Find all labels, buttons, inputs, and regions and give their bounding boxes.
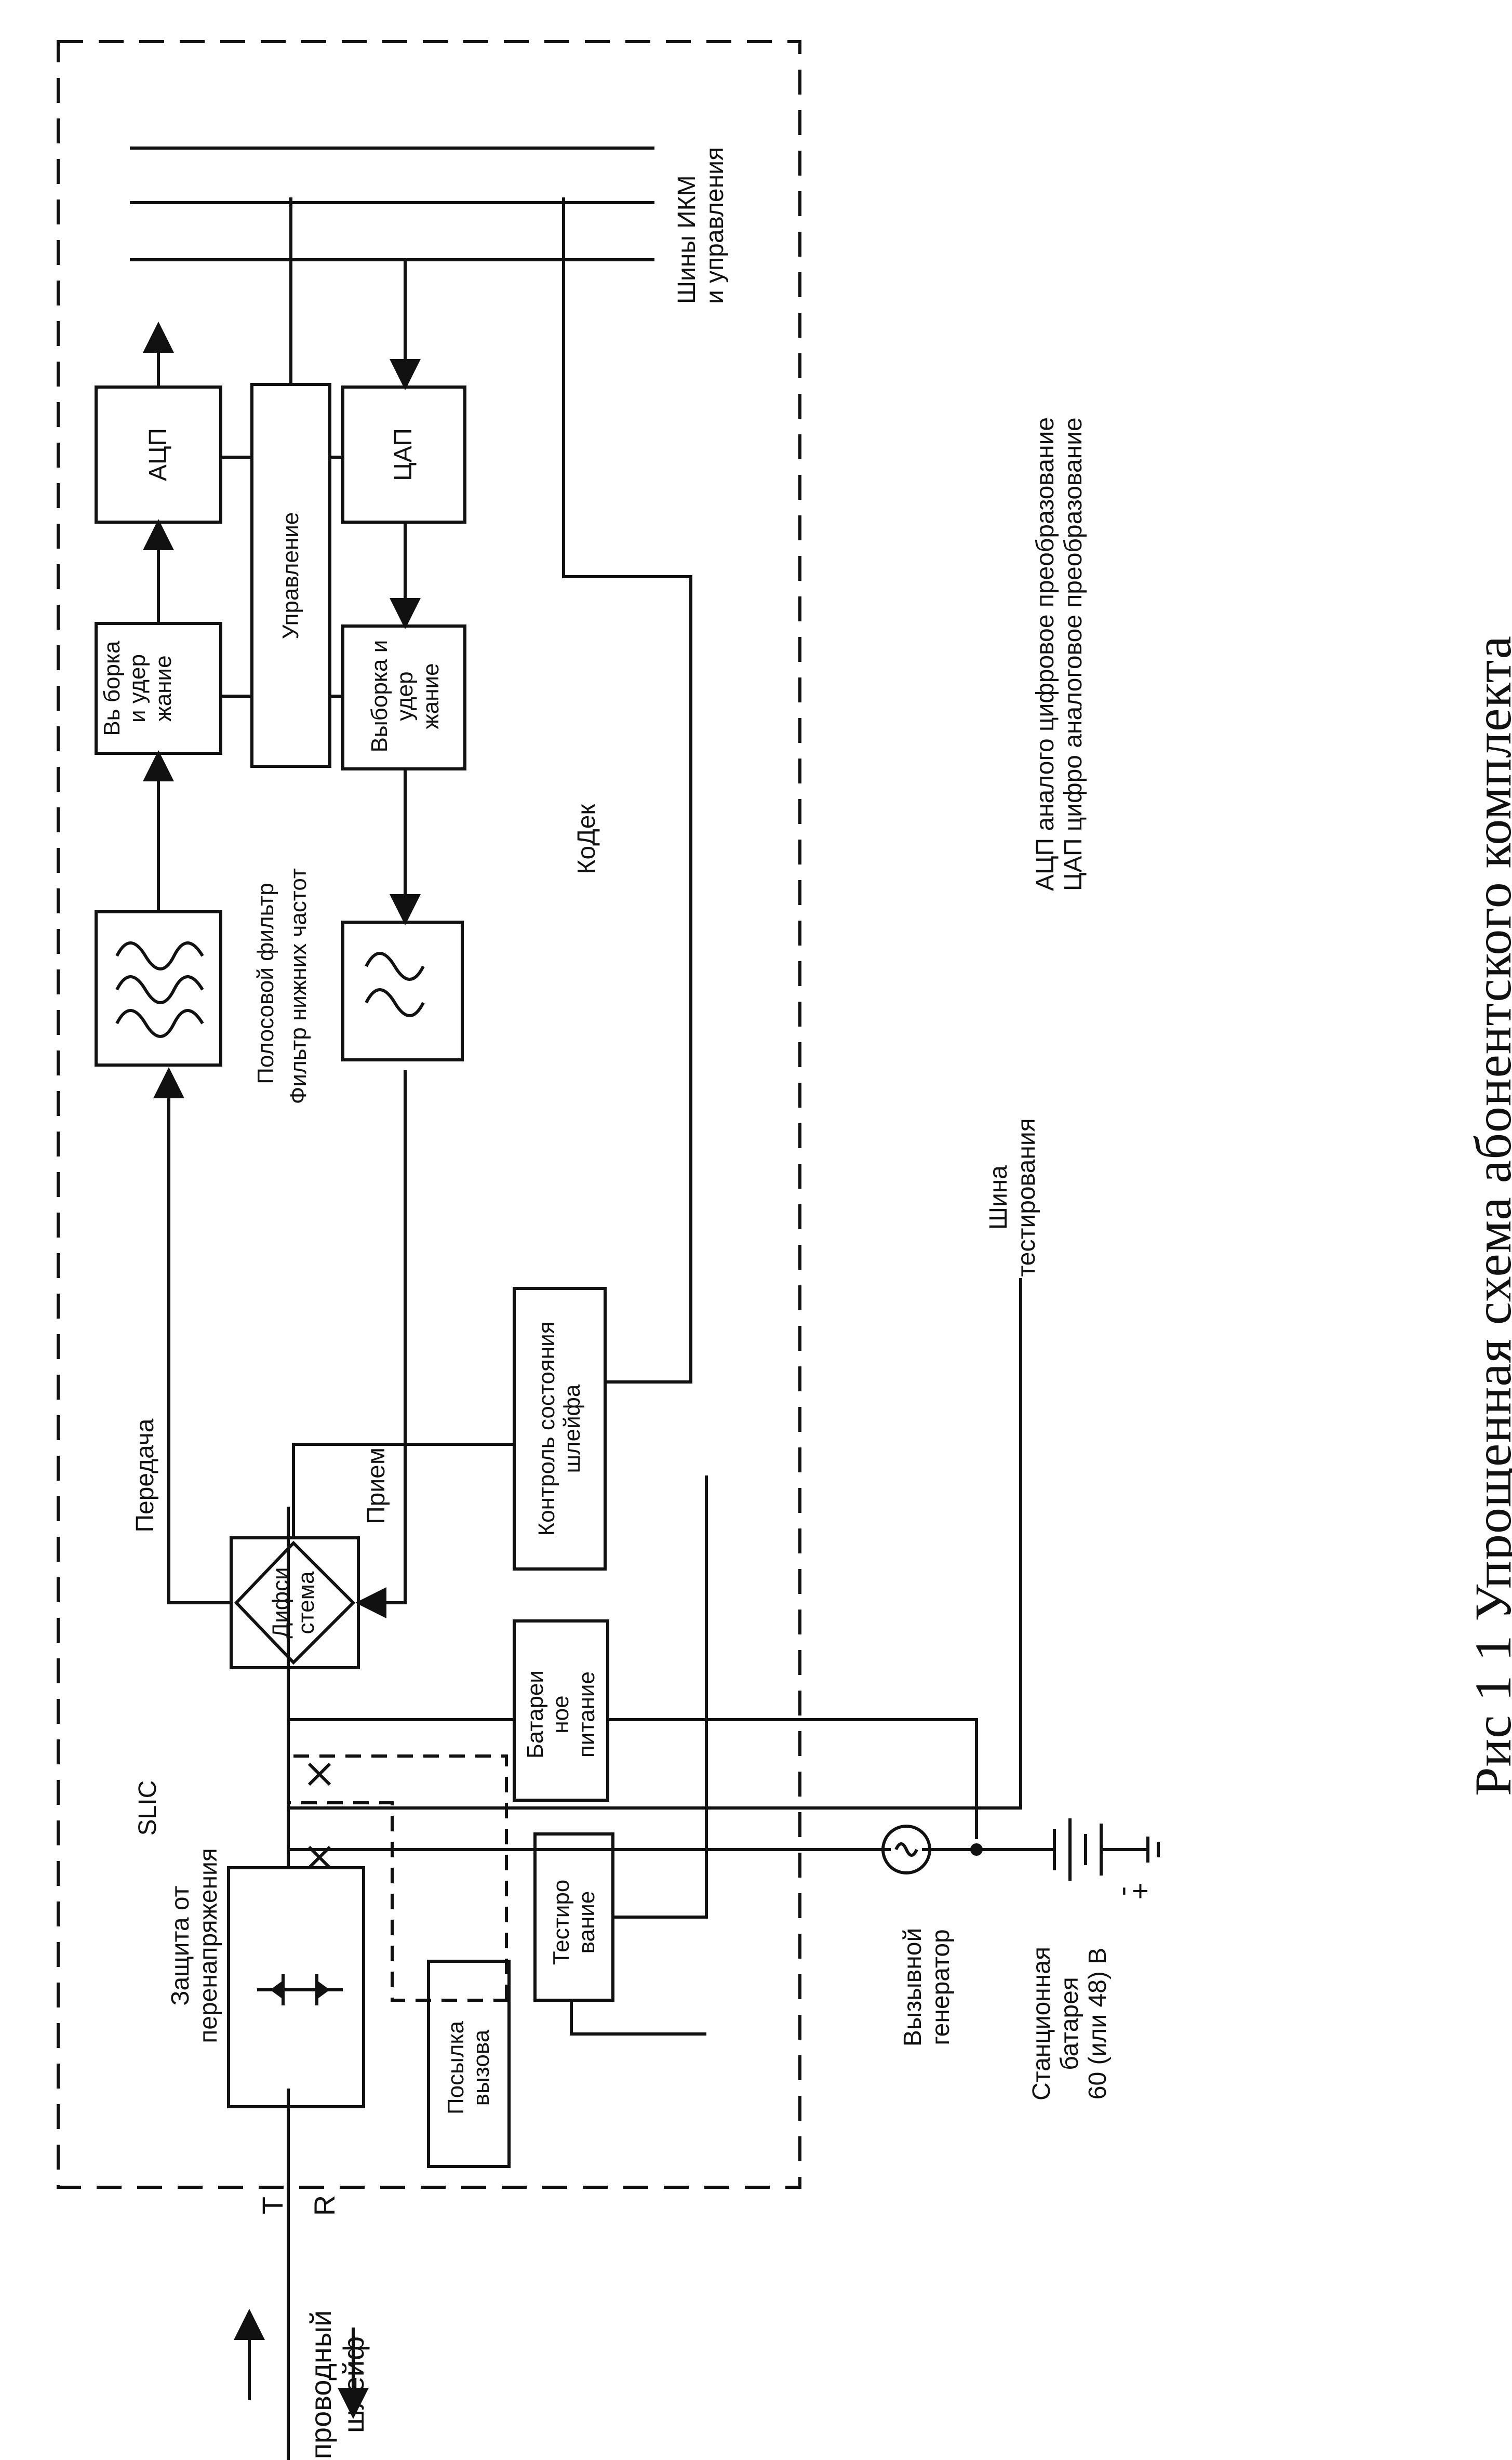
ring-generator-circle [881,1825,931,1874]
switch-x-1 [307,1762,331,1786]
ring-generator-wave [894,1842,918,1857]
adc-label: АЦП [144,428,172,482]
bandpass-filter-label: Полосовой фильтр [253,883,279,1084]
subscriber-kit-boundary [57,40,801,2189]
legend-dac: ЦАП цифро аналоговое преобразование [1060,417,1087,891]
codec-label: КоДек [573,804,601,874]
bandpass-curve-1 [115,941,204,970]
station-battery-ground [1146,1837,1160,1863]
protection-symbol [257,1974,343,2005]
battery-power-box [513,1619,609,1802]
loop-monitor-box [513,1287,607,1571]
receive-label: Прием [363,1447,391,1524]
testing-link [570,1475,708,2036]
battery-feed-line [288,1718,978,1839]
control-links [221,456,343,698]
lowpass-filter-box [341,921,464,1061]
monitor-to-control [562,197,692,1384]
abbreviation-legend: АЦП аналого цифровое преобразование ЦАП … [1026,216,1093,891]
test-bus-line [288,1278,1022,1810]
hybrid-diamond [234,1540,356,1665]
hybrid-to-monitor [292,1443,514,1538]
bandpass-curve-3 [115,1009,204,1038]
protection-box [227,1866,365,2108]
legend-adc: АЦП аналого цифровое преобразование [1032,417,1060,891]
junction-dot [970,1843,983,1856]
transmit-label: Передача [131,1418,159,1533]
receive-wire [355,1070,407,1618]
lowpass-curve-2 [365,988,425,1017]
control-label: Управление [278,512,304,640]
slic-label: SLIC [134,1780,162,1836]
figure-caption: Рис 1 1 Упрощенная схема абонентского ко… [1464,635,1512,1797]
t-wire-label: T [256,2196,289,2215]
lowpass-filter-label: Фильтр нижних частот [286,868,312,1105]
transmit-wire [153,1067,231,1604]
bandpass-curve-2 [115,975,204,1004]
r-wire-label: R [307,2195,341,2216]
ringing-send-box [427,1960,511,2168]
dac-label: ЦАП [390,428,418,481]
ringing-dashed-link [288,1754,509,2002]
battery-plus-sign: + [1123,1882,1156,1900]
station-battery-plates [1053,1818,1148,1881]
lowpass-curve-1 [365,952,425,981]
